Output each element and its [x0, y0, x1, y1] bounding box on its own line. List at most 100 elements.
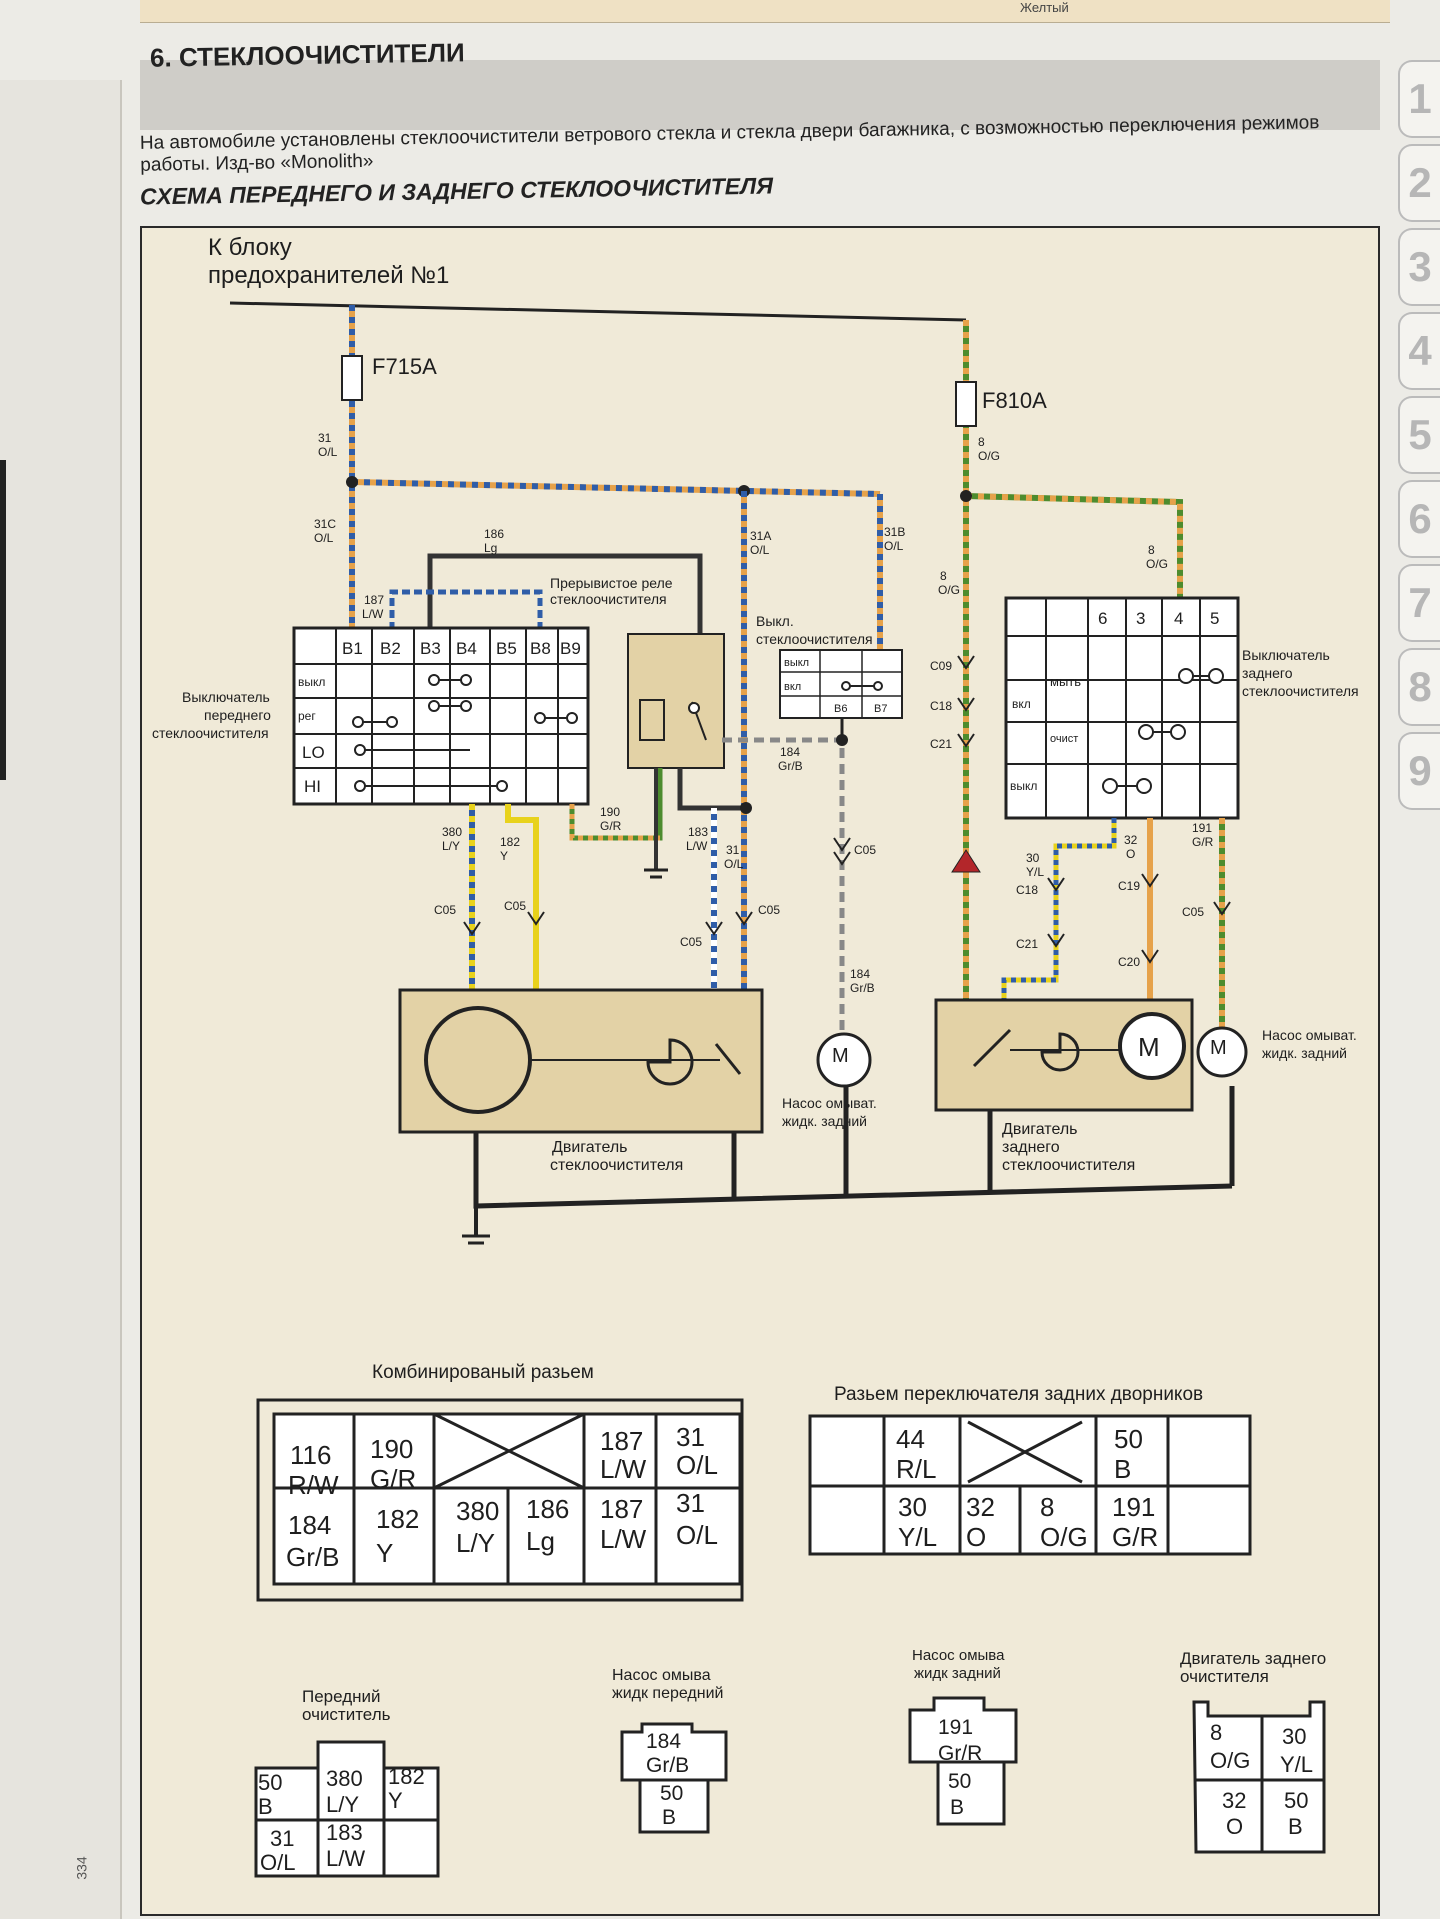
- supply-bus: [229, 301, 967, 322]
- wire-182-y: [505, 804, 539, 1010]
- connector-code: C05: [758, 903, 780, 917]
- source-label-1: К блоку: [208, 234, 292, 261]
- rear-park-cam: [1040, 1032, 1080, 1072]
- empty-cell-cross: [967, 1420, 1083, 1484]
- side-tab[interactable]: 8: [1398, 648, 1440, 726]
- connector-code: C05: [680, 935, 702, 949]
- wire-label-num: 380: [442, 825, 462, 839]
- pin-num: 50: [1284, 1788, 1308, 1813]
- pin-num: 50: [258, 1770, 282, 1795]
- washer-switch-pin: B6: [834, 703, 847, 715]
- washer-switch-label: Выкл.: [756, 613, 794, 629]
- side-tab[interactable]: 4: [1398, 312, 1440, 390]
- connector-code: C05: [1182, 905, 1204, 919]
- front-switch-row: выкл: [298, 675, 325, 689]
- combined-connector-outer: [256, 1398, 744, 1602]
- pin-code: G/R: [370, 1464, 416, 1494]
- pin-code: R/L: [896, 1454, 936, 1484]
- pin-code: O: [1226, 1814, 1243, 1839]
- junction-dot: [346, 476, 358, 488]
- connector-rear-outputs: [1047, 873, 1231, 964]
- wire-label-code: O/L: [724, 857, 744, 871]
- wire-190-gr: [569, 768, 663, 841]
- wire-label-code: O/L: [884, 539, 904, 553]
- front-pump-label: жидк. задний: [782, 1113, 867, 1129]
- side-tab[interactable]: 9: [1398, 732, 1440, 810]
- wire-label-num: 184: [850, 967, 870, 981]
- wire-30-yl-stripe: [1001, 818, 1117, 1004]
- motor-symbol: M: [1138, 1032, 1160, 1062]
- pin-code: L/W: [326, 1846, 365, 1871]
- connector-code: C18: [1016, 883, 1038, 897]
- empty-cell-cross: [433, 1412, 585, 1490]
- rear-switch-label: стеклоочистителя: [1242, 683, 1359, 699]
- rear-pump-label: Насос омыват.: [1262, 1027, 1357, 1043]
- side-tab[interactable]: 3: [1398, 228, 1440, 306]
- wire-label-code: O/L: [318, 445, 338, 459]
- pin-code: Gr/B: [286, 1542, 339, 1572]
- contact: [460, 700, 472, 712]
- rear-motor-armature: [1118, 1012, 1186, 1080]
- rear-switch-row: мыть: [1050, 674, 1081, 689]
- wire-label-num: 31B: [884, 525, 905, 539]
- wire-label-num: 31: [726, 843, 740, 857]
- contact: [566, 712, 578, 724]
- pin-num: 31: [676, 1422, 705, 1452]
- side-tab[interactable]: 6: [1398, 480, 1440, 558]
- wire-label-num: 30: [1026, 851, 1040, 865]
- connector-code: C20: [1118, 955, 1140, 969]
- wire-label-num: 183: [688, 825, 708, 839]
- rear-switch-col: 3: [1136, 609, 1145, 628]
- rear-switch-connector-title: Разьем переключателя задних дворников: [834, 1384, 1203, 1405]
- front-switch: B1 B2 B3 B4 B5 B8 B9 выкл рег LO HI: [292, 626, 590, 806]
- pin-num: 32: [966, 1492, 995, 1522]
- wire-label-code: G/R: [1192, 835, 1214, 849]
- side-tab[interactable]: 1: [1398, 60, 1440, 138]
- pin-num: 50: [1114, 1424, 1143, 1454]
- pin-code: O/G: [1040, 1522, 1088, 1552]
- front-switch-col: B5: [496, 639, 517, 658]
- relay-label: стеклоочистителя: [550, 591, 667, 607]
- rear-switch-row: выкл: [1010, 779, 1037, 793]
- wire-label-num: 31: [318, 431, 332, 445]
- wire-label-code: O/G: [1146, 557, 1168, 571]
- wire-label-num: 182: [500, 835, 520, 849]
- wire-label-num: 190: [600, 805, 620, 819]
- contact: [1136, 778, 1152, 794]
- contact: [352, 716, 364, 728]
- wire-label-code: L/W: [362, 607, 384, 621]
- front-wiper-conn-title: очиститель: [302, 1705, 391, 1724]
- junction-dot: [836, 734, 848, 746]
- contact: [873, 681, 883, 691]
- rear-switch-col: 5: [1210, 609, 1219, 628]
- contact: [534, 712, 546, 724]
- pin-code: Y: [388, 1788, 403, 1813]
- side-tab[interactable]: 7: [1398, 564, 1440, 642]
- pin-code: G/R: [1112, 1522, 1158, 1552]
- wire-label-num: 191: [1192, 821, 1212, 835]
- side-tab[interactable]: 5: [1398, 396, 1440, 474]
- pin-code: O: [966, 1522, 986, 1552]
- side-tab[interactable]: 2: [1398, 144, 1440, 222]
- rear-pump-conn-title: Насос омыва: [912, 1647, 1005, 1664]
- top-table-strip: Желтый: [140, 0, 1390, 23]
- relay-contact: [688, 702, 700, 714]
- pin-code: B: [1288, 1814, 1303, 1839]
- pin-num: 50: [660, 1782, 683, 1805]
- rear-motor-conn-title: Двигатель заднего: [1180, 1649, 1326, 1668]
- rear-motor-label: стеклоочистителя: [1002, 1157, 1135, 1174]
- pin-code: O/L: [676, 1450, 718, 1480]
- fuse-f715a: [341, 355, 363, 401]
- front-switch-label: стеклоочистителя: [152, 725, 269, 741]
- pin-num: 30: [898, 1492, 927, 1522]
- washer-switch-label: стеклоочистителя: [756, 631, 873, 647]
- wire-label-num: 31C: [314, 517, 336, 531]
- pin-num: 183: [326, 1820, 363, 1845]
- rear-switch-row: вкл: [1012, 697, 1031, 711]
- connector-code: C18: [930, 699, 952, 713]
- fuse-f810a: [955, 381, 977, 427]
- contact: [1138, 724, 1154, 740]
- wire-label-num: 8: [1148, 543, 1155, 557]
- monolith-logo-icon: [951, 849, 981, 873]
